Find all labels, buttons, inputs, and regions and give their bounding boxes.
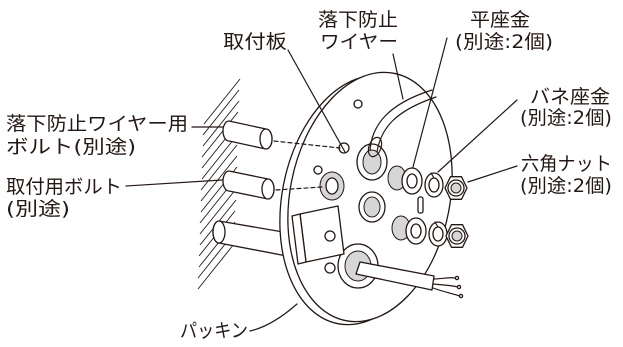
hex-nut-hole [451, 230, 463, 242]
mounting-bolt-end [261, 178, 275, 200]
fall-prevention-wire [367, 89, 437, 158]
spring-washer-hole [432, 226, 444, 242]
spring-washer-hole [428, 177, 440, 193]
label-flat-washer-line1: 平座金 [470, 9, 530, 31]
label-fall-prevention-wire-line1: 落下防止 [318, 9, 398, 31]
mounting-hole-left-inner [325, 177, 339, 195]
screw-hole-top [353, 99, 363, 109]
cable-wire-end [458, 293, 464, 299]
cable-wire-end [454, 275, 460, 281]
mounting-plate [287, 71, 453, 323]
hatch-line [200, 155, 238, 202]
labels: 取付板 落下防止 ワイヤー 平座金 (別途:2個) バネ座金 (別途:2個) 六… [6, 9, 612, 342]
label-mounting-bolt-line2: (別途) [6, 198, 70, 220]
cable-wire [432, 287, 461, 297]
spring-washers [424, 172, 448, 247]
hatch-line [202, 100, 240, 147]
hatch-line [200, 144, 238, 191]
leader-line-packing [249, 303, 298, 332]
pipe-end [212, 220, 226, 244]
screw-hole-upper-left [313, 165, 323, 175]
label-mounting-bolt-line1: 取付用ボルト [6, 176, 122, 198]
screw-hole-bottom [324, 262, 336, 274]
hatch-line [199, 188, 237, 235]
cable-wire-end [456, 284, 462, 290]
leader-line-flat-washer [412, 37, 448, 168]
label-wire-bolt-line2: ボルト(別途) [6, 136, 136, 158]
hex-nut-hole [450, 182, 462, 194]
label-spring-washer-line2: (別途:2個) [520, 107, 612, 129]
cable-wire [432, 283, 459, 288]
leader-line-hex-nut [467, 165, 518, 183]
spring-washer-split [430, 172, 435, 179]
hatch-line [201, 111, 239, 158]
cable-sleeve [355, 261, 435, 291]
wire-hole-inner [362, 149, 382, 175]
wire-ring-terminal [367, 136, 383, 158]
label-hex-nut-line1: 六角ナット [521, 153, 612, 175]
plate-slot [417, 196, 424, 214]
center-hole-inner [363, 196, 381, 218]
flat-washer-hole [406, 173, 418, 189]
leader-line-fall-prevention-wire [392, 53, 404, 100]
bracket-hole [324, 230, 336, 242]
hatch-line [197, 243, 235, 290]
cable [355, 261, 464, 299]
mounting-bolt-guide [275, 186, 323, 191]
bracket [291, 205, 345, 265]
label-packing: パッキン [180, 320, 248, 342]
leader-line-mounting-plate [287, 49, 346, 153]
wire-bolt [222, 120, 273, 150]
mounting-bolt [222, 170, 275, 200]
flat-washer-hole [410, 223, 422, 239]
hatch-line [203, 78, 241, 125]
label-fall-prevention-wire-line2: ワイヤー [320, 31, 398, 53]
label-mounting-plate: 取付板 [223, 31, 287, 53]
flat-washers [401, 167, 427, 245]
leader-line-mounting-bolt [125, 179, 223, 187]
wire-bolt-end [259, 128, 273, 150]
label-hex-nut-line2: (別途:2個) [520, 175, 612, 197]
wire-bolt-guide [273, 140, 341, 149]
leader-lines [125, 37, 518, 332]
leader-line-spring-washer [437, 99, 518, 173]
bracket-fold [291, 213, 307, 265]
label-flat-washer-line2: (別途:2個) [455, 31, 553, 53]
cable-wire [433, 277, 457, 280]
spring-washer-split [434, 221, 439, 228]
label-wire-bolt-line1: 落下防止ワイヤー用 [6, 113, 188, 135]
wire-strand [376, 96, 437, 153]
bracket-face [299, 205, 345, 263]
hex-nuts [444, 176, 469, 248]
label-spring-washer-line1: バネ座金 [530, 86, 610, 108]
